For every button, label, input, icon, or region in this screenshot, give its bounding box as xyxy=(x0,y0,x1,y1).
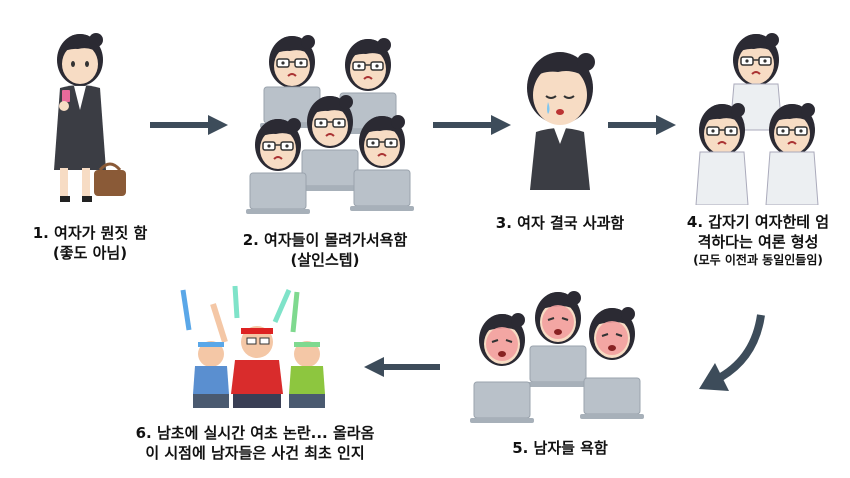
step6-men-cheering-lightsticks-illustration xyxy=(165,282,345,410)
step3-line1: 3. 여자 결국 사과함 xyxy=(495,214,625,232)
arrow-curved-down-left xyxy=(695,305,775,395)
step2-caption: 2. 여자들이 몰려가서욕함 (살인스텝) xyxy=(225,230,425,270)
step1-woman-phone-illustration xyxy=(40,20,140,205)
step4-line1: 4. 갑자기 여자한테 엄 xyxy=(686,213,830,231)
step4-line2: 격하다는 여론 형성 xyxy=(697,233,819,251)
step5-line1: 5. 남자들 욕함 xyxy=(512,439,608,457)
step4-caption: 4. 갑자기 여자한테 엄 격하다는 여론 형성 (모두 이전과 동일인들임) xyxy=(668,212,848,268)
step6-caption: 6. 남초에 실시간 여초 논란... 올라옴 이 시점에 남자들은 사건 최초… xyxy=(100,423,410,463)
arrow-right-3 xyxy=(608,114,680,136)
step4-line3: (모두 이전과 동일인들임) xyxy=(693,253,823,267)
step6-line2: 이 시점에 남자들은 사건 최초 인지 xyxy=(145,444,365,462)
step1-caption: 1. 여자가 뭔짓 함 (좋도 아님) xyxy=(20,223,160,263)
step2-line1: 2. 여자들이 몰려가서욕함 xyxy=(242,231,408,249)
step2-line2: (살인스텝) xyxy=(290,251,360,269)
arrow-right-2 xyxy=(433,114,515,136)
arrow-left xyxy=(362,356,442,378)
step6-line1: 6. 남초에 실시간 여초 논란... 올라옴 xyxy=(135,424,375,442)
step2-women-laptops-illustration xyxy=(240,25,420,220)
step5-caption: 5. 남자들 욕함 xyxy=(490,438,630,458)
step4-women-shocked-illustration xyxy=(690,20,825,205)
arrow-right-1 xyxy=(150,114,232,136)
step3-caption: 3. 여자 결국 사과함 xyxy=(485,213,635,233)
step5-women-angry-laptops-illustration xyxy=(462,280,652,430)
step3-woman-crying-illustration xyxy=(510,40,610,200)
step1-line2: (좋도 아님) xyxy=(52,244,128,262)
step1-line1: 1. 여자가 뭔짓 함 xyxy=(32,224,148,242)
